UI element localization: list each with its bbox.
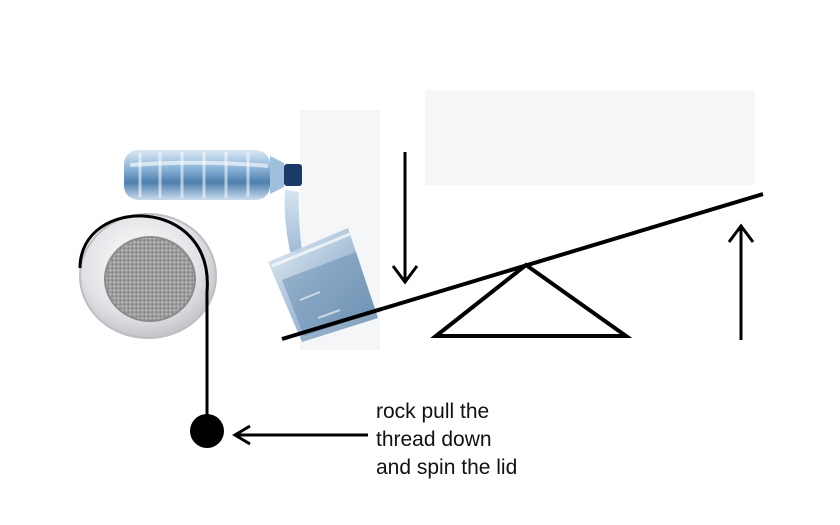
up-arrow — [727, 223, 755, 340]
caption-line-2: thread down — [376, 428, 492, 451]
rock-weight-icon — [190, 414, 224, 448]
water-bottle-icon — [124, 150, 302, 200]
thread — [78, 214, 209, 418]
background-wash — [425, 90, 755, 185]
arrow-to-rock — [232, 424, 368, 446]
caption-line-1: rock pull the — [376, 400, 490, 423]
water-glass-icon — [268, 228, 378, 342]
spinning-lid-icon — [79, 213, 217, 339]
fulcrum-triangle — [430, 262, 633, 338]
down-arrow — [391, 152, 419, 285]
caption-line-3: and spin the lid — [376, 456, 518, 479]
caption-text: rock pull the thread down and spin the l… — [376, 398, 517, 482]
water-stream — [284, 190, 302, 252]
